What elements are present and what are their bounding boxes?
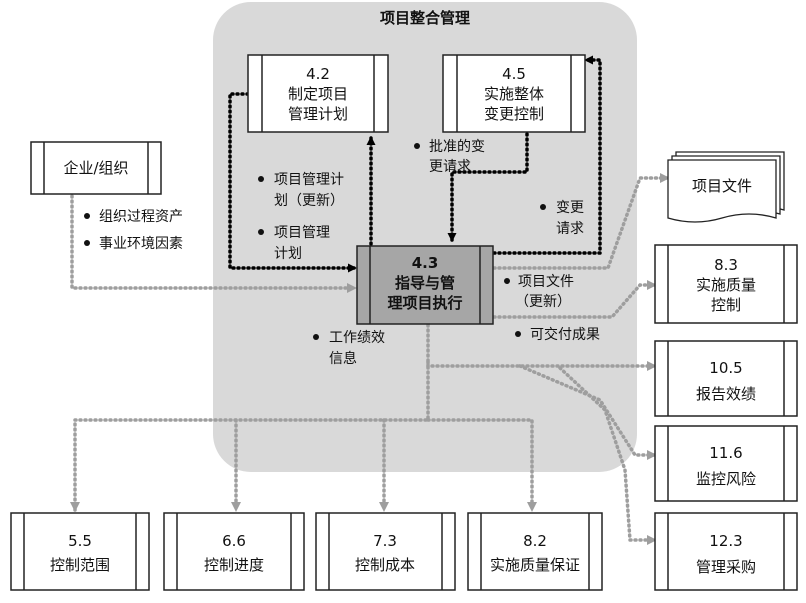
approved-cr-line1: 批准的变 (429, 139, 485, 155)
eef-text: 事业环境因素 (99, 236, 183, 252)
bullet-icon (540, 204, 546, 210)
label-eef: 事业环境因素 (84, 236, 183, 252)
enterprise-label: 企业/组织 (63, 159, 128, 177)
bullet-icon (84, 213, 90, 219)
org-assets-text: 组织过程资产 (99, 209, 183, 225)
arrow-to-116 (518, 364, 657, 460)
process-box-4-3[interactable]: 4.3 指导与管 理项目执行 (356, 245, 494, 325)
process-box-7-3[interactable]: 7.3 控制成本 (315, 512, 456, 591)
arrow-43-to-docs (492, 173, 670, 270)
change-req-line2: 请求 (556, 221, 584, 237)
label-docs-update: 项目文件 （更新） (504, 274, 574, 310)
box-12-3-number: 12.3 (709, 532, 742, 550)
box-11-6-line1: 监控风险 (696, 470, 756, 488)
box-4-2-line1: 制定项目 (288, 85, 348, 103)
process-box-11-6[interactable]: 11.6 监控风险 (654, 425, 798, 502)
arrow-43-to-83 (492, 280, 657, 319)
box-7-3-line1: 控制成本 (355, 556, 415, 574)
box-4-3-line1: 指导与管 (395, 274, 455, 292)
process-box-8-3[interactable]: 8.3 实施质量 控制 (654, 244, 798, 324)
label-work-performance: 工作绩效 信息 (313, 330, 385, 367)
group-title: 项目整合管理 (380, 9, 470, 27)
process-box-8-2[interactable]: 8.2 实施质量保证 (467, 512, 603, 591)
arrow-to-55 (70, 360, 430, 512)
pmp-update-line1: 项目管理计 (274, 172, 344, 188)
label-org-assets: 组织过程资产 (84, 209, 183, 225)
box-4-5-line1: 实施整体 (484, 85, 544, 103)
process-box-4-2[interactable]: 4.2 制定项目 管理计划 (247, 54, 389, 133)
box-10-5-line1: 报告效绩 (696, 385, 756, 403)
process-box-10-5[interactable]: 10.5 报告效绩 (654, 340, 798, 417)
pmp-update-line2: 划（更新） (274, 193, 344, 209)
docs-update-line1: 项目文件 (518, 274, 574, 290)
bullet-icon (515, 331, 521, 337)
box-8-3-line2: 控制 (711, 296, 741, 314)
box-6-6-line1: 控制进度 (204, 556, 264, 574)
arrow-42-to-43 (228, 92, 357, 273)
gray-arrows (70, 173, 670, 545)
bullet-icon (504, 278, 510, 284)
bullet-icon (258, 176, 264, 182)
box-4-5-number: 4.5 (502, 65, 526, 83)
docs-update-line2: （更新） (515, 294, 571, 310)
label-pmp-updates: 项目管理计 划（更新） (258, 172, 344, 209)
project-documents-label: 项目文件 (692, 177, 752, 195)
process-box-6-6[interactable]: 6.6 控制进度 (163, 512, 305, 591)
label-approved-change-requests: 批准的变 更请求 (414, 139, 485, 175)
arrow-45-to-43 (447, 132, 529, 242)
project-documents-stack[interactable]: 项目文件 (667, 151, 785, 223)
deliverables-text: 可交付成果 (530, 326, 600, 343)
process-box-4-5[interactable]: 4.5 实施整体 变更控制 (442, 54, 586, 133)
label-pmp: 项目管理 计划 (258, 225, 330, 262)
box-5-5-number: 5.5 (68, 532, 92, 550)
label-change-requests: 变更 请求 (540, 200, 584, 237)
process-box-12-3[interactable]: 12.3 管理采购 (654, 512, 798, 591)
box-4-3-line2: 理项目执行 (387, 294, 462, 312)
box-5-5-line1: 控制范围 (50, 556, 110, 574)
box-4-2-line2: 管理计划 (288, 105, 348, 123)
work-perf-line2: 信息 (329, 350, 357, 367)
box-11-6-number: 11.6 (709, 444, 742, 462)
arrow-enterprise-to-43 (70, 194, 357, 293)
box-8-2-number: 8.2 (523, 532, 547, 550)
box-12-3-line1: 管理采购 (696, 558, 756, 576)
box-7-3-number: 7.3 (373, 532, 397, 550)
box-8-2-line1: 实施质量保证 (490, 556, 580, 574)
box-8-3-line1: 实施质量 (696, 276, 756, 294)
bullet-icon (414, 143, 420, 149)
bullet-icon (84, 240, 90, 246)
arrow-to-123 (558, 366, 657, 545)
bullet-icon (258, 229, 264, 235)
box-4-3-number: 4.3 (412, 254, 439, 272)
arrow-43-to-45 (492, 55, 602, 255)
pmp-line2: 计划 (274, 246, 302, 262)
work-perf-line1: 工作绩效 (329, 330, 385, 346)
box-6-6-number: 6.6 (222, 532, 246, 550)
change-req-line1: 变更 (556, 200, 584, 216)
enterprise-box[interactable]: 企业/组织 (30, 141, 162, 195)
pmp-line1: 项目管理 (274, 225, 330, 241)
bullet-icon (313, 334, 319, 340)
approved-cr-line2: 更请求 (429, 159, 471, 175)
box-4-2-number: 4.2 (306, 65, 330, 83)
box-8-3-number: 8.3 (714, 256, 738, 274)
dark-arrows (228, 55, 602, 273)
box-10-5-number: 10.5 (709, 359, 742, 377)
box-4-5-line2: 变更控制 (484, 105, 544, 123)
arrow-to-82 (426, 418, 537, 512)
label-deliverables: 可交付成果 (515, 326, 600, 343)
process-box-5-5[interactable]: 5.5 控制范围 (10, 512, 150, 591)
